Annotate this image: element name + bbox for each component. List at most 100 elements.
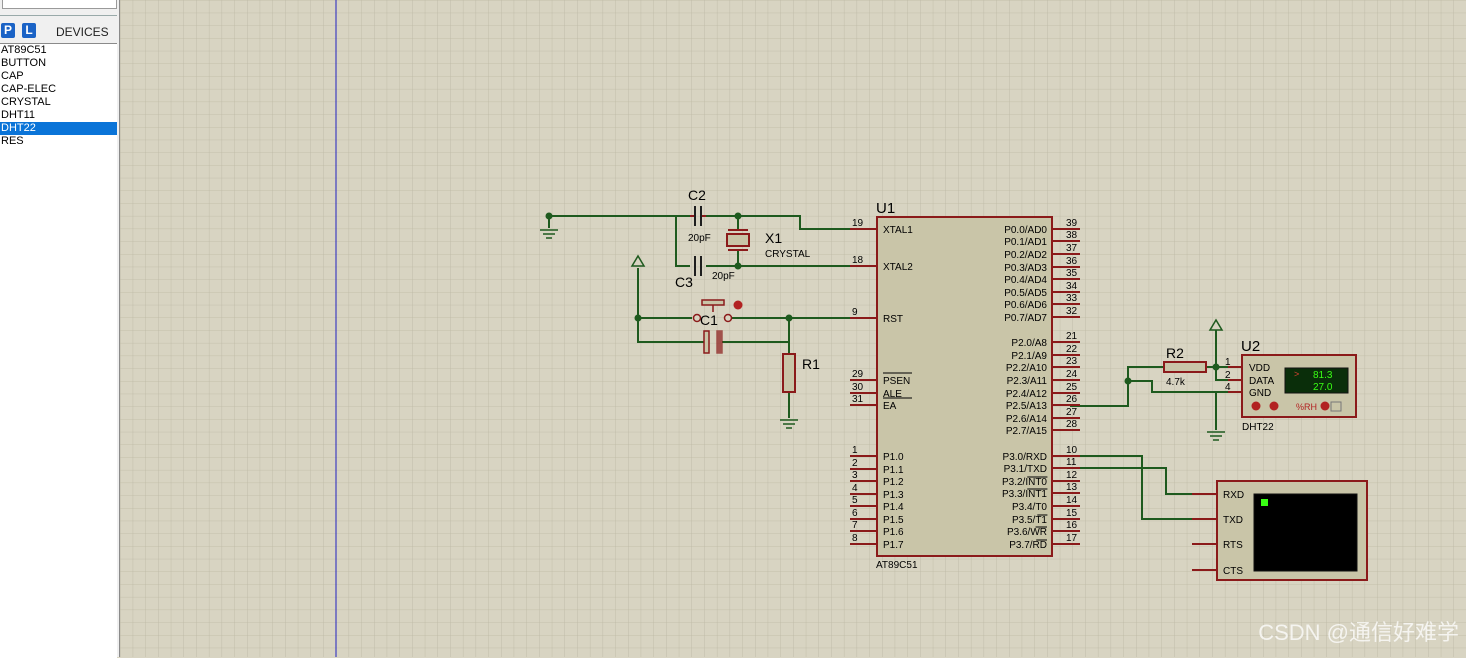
- device-list-item[interactable]: DHT11: [1, 109, 36, 121]
- terminal-pin-cts[interactable]: CTS: [1192, 566, 1243, 577]
- mcu-pin-p1-7[interactable]: 8P1.7: [850, 533, 904, 551]
- dht-up-button[interactable]: [1269, 401, 1279, 411]
- power-terminal-reset: [630, 254, 646, 267]
- library-manager-button[interactable]: L: [22, 23, 36, 38]
- device-list-item[interactable]: AT89C51: [1, 44, 47, 56]
- pin-number: 29: [852, 369, 864, 380]
- u1-part-label: AT89C51: [876, 560, 918, 571]
- pin-number: 18: [852, 255, 864, 266]
- pin-number: 33: [1066, 293, 1078, 304]
- pin-number: 19: [852, 218, 864, 229]
- device-list-item[interactable]: CAP-ELEC: [1, 83, 57, 95]
- pin-number: 2: [852, 458, 858, 469]
- schematic-canvas[interactable]: C2 20pF C3 20pF X1 CRYSTAL C1 R1 R2 4.7k: [120, 0, 1466, 657]
- device-list-item[interactable]: CRYSTAL: [1, 96, 51, 108]
- pin-number: 4: [852, 483, 858, 494]
- pin-number: 39: [1066, 218, 1078, 229]
- reset-button-switch[interactable]: [692, 299, 743, 323]
- dht-lcd-display: [1284, 367, 1349, 394]
- pin-name: XTAL1: [883, 225, 913, 236]
- pin-number: 6: [852, 508, 858, 519]
- button-state-indicator[interactable]: [733, 300, 743, 310]
- device-list-item[interactable]: BUTTON: [1, 57, 47, 69]
- virtual-terminal[interactable]: RXD TXD RTS CTS: [1192, 480, 1368, 581]
- capacitor-c3[interactable]: C3 20pF: [675, 256, 735, 290]
- pin-name: P2.7/A15: [1006, 426, 1048, 437]
- resistor-r1[interactable]: R1: [782, 353, 820, 393]
- pin-name: P0.0/AD0: [1004, 225, 1047, 236]
- mcu-pin-p1-0[interactable]: 1P1.0: [850, 445, 904, 463]
- pin-number: 5: [852, 495, 858, 506]
- microcontroller-u1[interactable]: U1 AT89C51 19XTAL118XTAL29RST29PSEN30ALE…: [850, 200, 1080, 571]
- pick-device-button[interactable]: P: [1, 23, 15, 38]
- mcu-pin-p1-5[interactable]: 6P1.5: [850, 508, 904, 526]
- pin-name: P1.0: [883, 452, 904, 463]
- pin-number: 10: [1066, 445, 1078, 456]
- ground-symbol-crystal: [540, 229, 558, 239]
- terminal-pin-rts[interactable]: RTS: [1192, 540, 1243, 551]
- c2-value-label: 20pF: [688, 233, 711, 244]
- capacitor-c1[interactable]: C1: [700, 312, 723, 354]
- pin-name: P0.6/AD6: [1004, 300, 1047, 311]
- mcu-pin-p1-1[interactable]: 2P1.1: [850, 458, 904, 476]
- mcu-pin-p1-2[interactable]: 3P1.2: [850, 470, 904, 488]
- device-list-item[interactable]: DHT22: [0, 122, 117, 135]
- capacitor-c2[interactable]: C2 20pF: [688, 187, 711, 244]
- pin-name: P1.6: [883, 527, 904, 538]
- mcu-pin-p1-4[interactable]: 5P1.4: [850, 495, 904, 513]
- resistor-r2[interactable]: R2 4.7k: [1163, 345, 1207, 388]
- overview-window[interactable]: [2, 0, 117, 9]
- pin-name: P0.1/AD1: [1004, 237, 1047, 248]
- dht-down-button[interactable]: [1251, 401, 1261, 411]
- dht-mode-button[interactable]: [1320, 401, 1330, 411]
- device-list-item[interactable]: RES: [1, 135, 24, 147]
- mcu-pin-p1-6[interactable]: 7P1.6: [850, 520, 904, 538]
- pin-name: P0.4/AD4: [1004, 275, 1047, 286]
- pin-name: P3.7/RD: [1009, 540, 1047, 551]
- pin-name: P3.2/INT0: [1002, 477, 1047, 488]
- terminal-pin-rxd[interactable]: RXD: [1192, 490, 1244, 501]
- mcu-pin-p1-3[interactable]: 4P1.3: [850, 483, 904, 501]
- pin-name: P0.5/AD5: [1004, 288, 1047, 299]
- device-list-item[interactable]: CAP: [1, 70, 24, 82]
- terminal-pin-txd[interactable]: TXD: [1192, 515, 1243, 526]
- crystal-x1[interactable]: X1 CRYSTAL: [726, 229, 811, 260]
- pin-number: 34: [1066, 281, 1078, 292]
- terminal-screen: [1253, 493, 1358, 572]
